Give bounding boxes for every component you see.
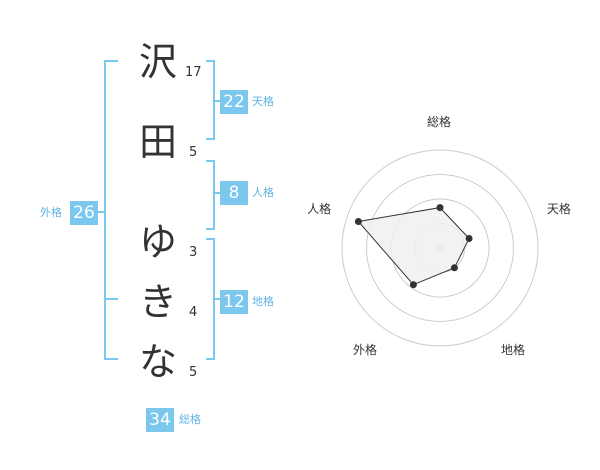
radar-point-3	[450, 264, 458, 272]
radar-axis-label-4: 外格	[352, 342, 377, 357]
stroke-count-1: 17	[185, 65, 202, 80]
chikaku-value-badge: 12	[220, 290, 248, 314]
radar-axis-label-1: 総格	[427, 115, 452, 129]
name-char-5: な	[138, 340, 177, 384]
radar-series-polygon	[357, 207, 470, 286]
radar-point-4	[409, 281, 417, 289]
soukaku-value-badge: 34	[146, 408, 174, 432]
name-char-2: 田	[138, 120, 177, 164]
name-char-1: 沢	[138, 40, 177, 84]
jinkaku-label: 人格	[252, 186, 274, 199]
soukaku-label: 総格	[179, 413, 201, 426]
stroke-count-4: 4	[189, 305, 198, 320]
gaikaku-label: 外格	[40, 206, 62, 219]
radar-axis-label-3: 地格	[501, 342, 526, 357]
stroke-count-3: 3	[189, 245, 198, 260]
stroke-count-2: 5	[189, 145, 198, 160]
radar-chart	[341, 149, 539, 347]
jinkaku-value-badge: 8	[220, 181, 248, 205]
radar-point-5	[354, 218, 362, 225]
radar-axis-label-2: 天格	[546, 202, 571, 217]
radar-point-1	[436, 204, 444, 212]
radar-ring-3	[366, 174, 514, 322]
radar-axis-label-5: 人格	[307, 202, 332, 217]
stroke-count-5: 5	[189, 365, 198, 380]
name-char-3: ゆ	[138, 220, 177, 264]
tenkaku-value-badge: 22	[220, 90, 248, 114]
tenkaku-label: 天格	[252, 95, 274, 108]
chikaku-label: 地格	[252, 295, 274, 308]
radar-point-2	[465, 235, 473, 242]
gaikaku-value-badge: 26	[70, 201, 98, 225]
name-char-4: き	[138, 280, 177, 324]
radar-ring-4	[341, 149, 539, 347]
